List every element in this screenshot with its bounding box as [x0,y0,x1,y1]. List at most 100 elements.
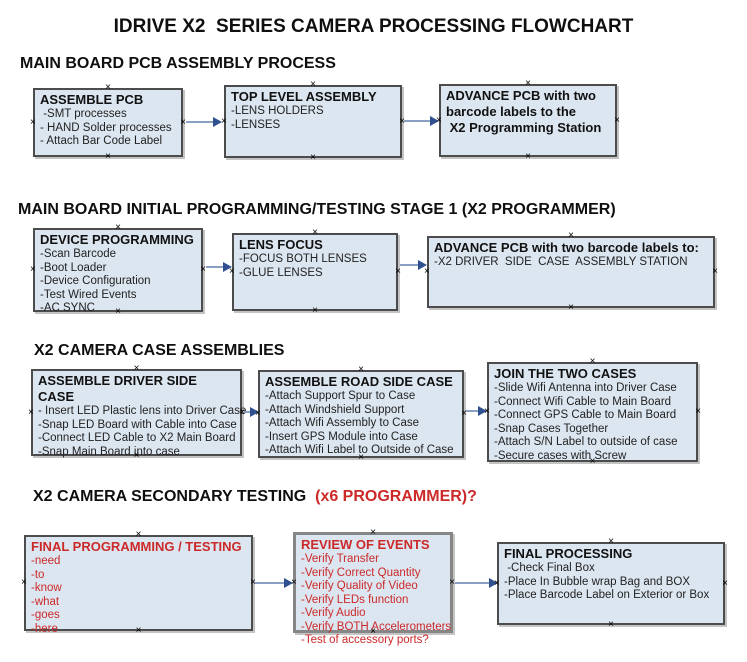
anchor-x-icon: × [135,529,142,540]
anchor-x-icon: × [608,536,614,547]
box-line: -need [31,555,61,567]
box-line: -here [31,622,58,635]
section-header-initial-programming: MAIN BOARD INITIAL PROGRAMMING/TESTING S… [18,201,616,218]
box-title: TOP LEVEL ASSEMBLY [231,89,377,104]
anchor-x-icon: × [30,116,36,128]
anchor-x-icon: × [180,116,186,128]
anchor-x-icon: × [310,79,316,90]
anchor-x-icon: × [484,406,490,417]
box-line: -Snap Main Board into case [38,445,180,458]
flow-box-review-of-events: × × × × REVIEW OF EVENTS -Verify Transfe… [291,527,455,647]
connector-arrow-4 [400,260,427,270]
anchor-x-icon: × [133,363,140,374]
anchor-x-icon: × [135,625,142,636]
anchor-x-icon: × [436,114,442,126]
box-title: ASSEMBLE DRIVER SIDE CASE [38,373,201,404]
box-title: FINAL PROGRAMMING / TESTING [31,539,242,554]
box-line: -Attach Wifi Assembly to Case [265,417,420,429]
box-title: DEVICE PROGRAMMING [40,232,194,247]
anchor-x-icon: × [370,626,376,637]
box-line: -Check Final Box [504,562,595,574]
box-line: -Attach Support Spur to Case [265,390,416,402]
box-line: -Verify BOTH Accelerometers [301,620,452,633]
flow-box-lens-focus: × × × × LENS FOCUS -FOCUS BOTH LENSES -G… [229,228,401,316]
box-line: -Test of accessory ports? [301,634,429,646]
box-line: -FOCUS BOTH LENSES [239,253,367,265]
box-title: ADVANCE PCB with two barcode labels to: [434,240,699,255]
box-line: -Test Wired Events [40,288,137,301]
page-title: IDRIVE X2 SERIES CAMERA PROCESSING FLOWC… [113,16,634,37]
flow-box-advance-pcb-driver-side: × × × × ADVANCE PCB with two barcode lab… [424,231,718,313]
box-line: - Insert LED Plastic lens into Driver Ca… [38,405,247,417]
anchor-x-icon: × [21,577,27,588]
anchor-x-icon: × [395,266,401,277]
flow-box-assemble-road-side-case: × × × × ASSEMBLE ROAD SIDE CASE -Attach … [255,365,467,463]
flow-box-top-level-assembly: × × × × TOP LEVEL ASSEMBLY -LENS HOLDERS… [221,80,405,163]
connector-arrow-3 [206,262,232,272]
flow-box-device-programming: × × × × DEVICE PROGRAMMING -Scan Barcode… [30,223,206,317]
section-header-secondary-testing-text: X2 CAMERA SECONDARY TESTING [33,488,307,505]
box-line: -Boot Loader [40,261,107,274]
anchor-x-icon: × [525,151,531,162]
box-line: -AC SYNC [40,302,95,314]
arrowhead-icon [223,262,232,272]
section-header-programmer-question: (x6 PROGRAMMER)? [306,488,477,505]
box-line: -Verify LEDs function [301,593,409,606]
section-header-pcb-assembly: MAIN BOARD PCB ASSEMBLY PROCESS [20,55,336,72]
box-line: -Attach S/N Label to outside of case [494,436,678,448]
box-line: -Scan Barcode [40,248,117,260]
box-line: -Place In Bubble wrap Bag and BOX [504,575,691,588]
box-line: -Snap Cases Together [494,422,609,435]
anchor-x-icon: × [250,577,256,588]
arrowhead-icon [284,578,293,588]
anchor-x-icon: × [494,577,500,589]
box-line: -GLUE LENSES [239,266,323,279]
anchor-x-icon: × [105,82,111,93]
anchor-x-icon: × [370,527,376,538]
anchor-x-icon: × [589,456,596,467]
box-title: ASSEMBLE ROAD SIDE CASE [265,374,453,389]
box-line: -Verify Correct Quantity [301,566,421,579]
box-line: -Connect GPS Cable to Main Board [494,409,677,421]
connector-arrow-2 [404,116,439,126]
connector-arrow-6 [466,406,487,416]
arrowhead-icon [250,407,259,417]
section-header-secondary-testing: X2 CAMERA SECONDARY TESTING (x6 PROGRAMM… [33,488,477,506]
arrowhead-icon [478,406,487,416]
anchor-x-icon: × [105,151,111,162]
box-line: -what [31,595,60,608]
anchor-x-icon: × [568,302,574,313]
box-line: -Insert GPS Module into Case [265,430,418,443]
box-line: -Secure cases with Screw [494,449,627,462]
anchor-x-icon: × [310,152,316,163]
box-title: ADVANCE PCB with two barcode labels to t… [446,88,602,135]
flow-box-assemble-driver-side-case: × × × × ASSEMBLE DRIVER SIDE CASE - Inse… [28,364,247,461]
box-line: -Connect Wifi Cable to Main Board [494,395,672,408]
flow-box-advance-pcb-programming-station: × × × × ADVANCE PCB with two barcode lab… [436,79,620,162]
anchor-x-icon: × [722,577,728,589]
anchor-x-icon: × [461,408,467,419]
anchor-x-icon: × [312,305,318,316]
arrowhead-icon [213,117,222,127]
anchor-x-icon: × [229,266,235,277]
box-title: JOIN THE TWO CASES [494,366,637,381]
box-line: -X2 DRIVER SIDE CASE ASSEMBLY STATION [434,256,688,268]
box-line: -Snap LED Board with Cable into Case [38,418,237,431]
anchor-x-icon: × [255,408,261,419]
box-line: -LENS HOLDERS [231,105,324,117]
anchor-x-icon: × [614,114,620,126]
box-title: REVIEW OF EVENTS [301,537,430,552]
box-title: LENS FOCUS [239,237,323,252]
anchor-x-icon: × [200,264,206,275]
box-line: -Slide Wifi Antenna into Driver Case [494,382,677,394]
box-line: -Place Barcode Label on Exterior or Box [504,589,710,601]
anchor-x-icon: × [424,266,430,277]
box-title: ASSEMBLE PCB [40,92,144,107]
box-line: -goes [31,609,60,621]
anchor-x-icon: × [28,406,34,418]
anchor-x-icon: × [358,364,364,375]
connector-arrow-5 [244,407,259,417]
box-line: -Attach Wifi Label to Outside of Case [265,444,454,456]
anchor-x-icon: × [695,406,701,417]
